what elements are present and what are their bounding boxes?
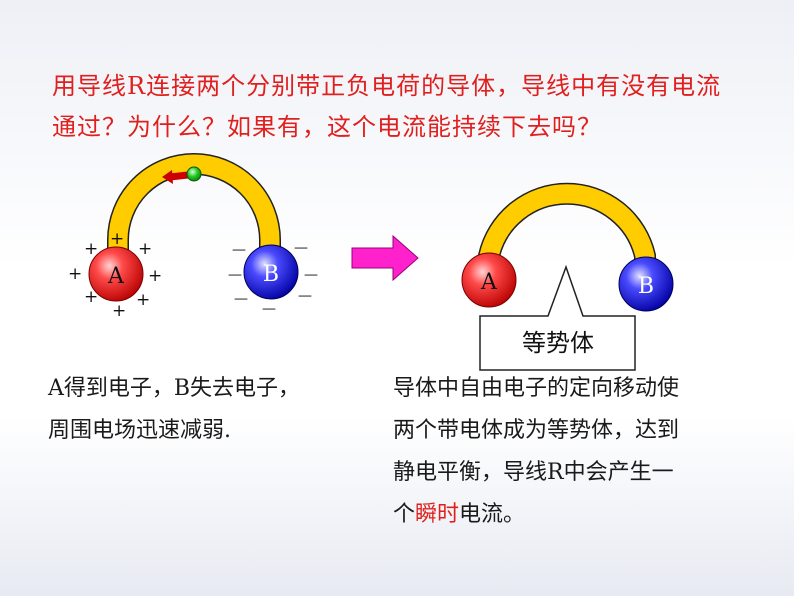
line4-before: 个 (393, 502, 416, 527)
left-explanation-line-1: A得到电子，B失去电子， (48, 376, 301, 401)
plus-sign: + (84, 287, 98, 307)
right-diagram: A B 等势体 (461, 182, 674, 371)
left-diagram: A B + + + + + + + + — — — — — — — (68, 153, 318, 321)
callout-box (479, 264, 636, 371)
left-explanation: A得到电子，B失去电子， 周围电场迅速减弱. (48, 368, 378, 452)
question-line-1: 用导线R连接两个分别带正负电荷的导体，导线中有没有电流 (52, 72, 722, 100)
minus-sign: — (228, 267, 242, 283)
plus-sign: + (138, 239, 152, 259)
wire-right (479, 184, 655, 276)
plus-sign: + (148, 266, 162, 286)
sphere-b-label: B (263, 262, 279, 287)
current-arrow-icon (162, 170, 189, 184)
sphere-a (461, 252, 517, 308)
minus-sign: — (298, 288, 312, 304)
sphere-a-label: A (480, 270, 498, 295)
right-explanation-line-3: 静电平衡，导线R中会产生一 (393, 460, 674, 485)
minus-sign: — (294, 240, 308, 256)
minus-sign: — (234, 291, 248, 307)
minus-sign: — (304, 267, 318, 283)
plus-sign: + (84, 239, 98, 259)
sphere-a (88, 246, 144, 302)
right-explanation-line-4: 个瞬时电流。 (393, 494, 753, 536)
electron-icon (186, 166, 202, 182)
right-explanation: 导体中自由电子的定向移动使 两个带电体成为等势体，达到 静电平衡，导线R中会产生… (393, 368, 753, 536)
line4-after: 电流。 (459, 502, 526, 527)
question-text: 用导线R连接两个分别带正负电荷的导体，导线中有没有电流 通过？为什么？如果有，这… (52, 66, 772, 148)
left-explanation-line-2: 周围电场迅速减弱. (48, 418, 231, 443)
callout-text: 等势体 (522, 329, 594, 357)
plus-sign: + (110, 229, 124, 249)
right-explanation-line-2: 两个带电体成为等势体，达到 (393, 418, 680, 443)
minus-sign: — (262, 301, 276, 317)
right-explanation-line-1: 导体中自由电子的定向移动使 (393, 376, 680, 401)
wire-left (108, 154, 280, 272)
question-line-2: 通过？为什么？如果有，这个电流能持续下去吗？ (52, 113, 602, 141)
sphere-b (243, 244, 299, 300)
minus-sign: — (232, 242, 246, 258)
sphere-b (618, 256, 674, 312)
positive-charges: + + + + + + + + (68, 229, 162, 321)
plus-sign: + (136, 290, 150, 310)
highlight-instant: 瞬时 (415, 502, 460, 527)
sphere-b-label: B (638, 274, 654, 299)
sphere-a-label: A (107, 264, 125, 289)
negative-charges: — — — — — — — (228, 240, 318, 317)
right-arrow-icon (351, 234, 419, 282)
plus-sign: + (112, 301, 126, 321)
plus-sign: + (68, 264, 82, 284)
